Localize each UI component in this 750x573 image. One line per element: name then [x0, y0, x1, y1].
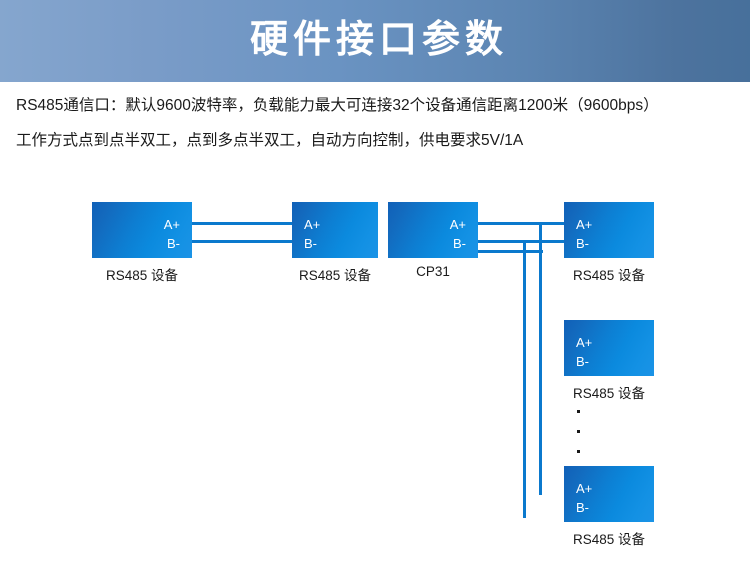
rs485-topology-diagram: A+ B- RS485 设备 A+ B- RS485 设备 A+ B- CP31…: [0, 180, 750, 573]
pin-b-minus: B-: [576, 354, 589, 369]
pin-a-plus: A+: [576, 481, 593, 496]
pin-a-plus: A+: [576, 217, 593, 232]
device-box-bus-n-pins: A+ B-: [576, 479, 592, 517]
device-box-bus-1-pins: A+ B-: [576, 215, 592, 253]
device-box-left-1[interactable]: A+ B-: [92, 202, 192, 258]
device-box-bus-1[interactable]: A+ B-: [564, 202, 654, 258]
device-box-cp31-caption: CP31: [416, 264, 450, 279]
wire-b-minus-cp31-bus: [478, 240, 564, 243]
ellipsis-dot-1: [577, 410, 580, 413]
device-box-bus-2-pins: A+ B-: [576, 333, 592, 371]
device-box-left-2[interactable]: A+ B-: [292, 202, 378, 258]
device-box-cp31-pins: A+ B-: [450, 215, 466, 253]
device-box-bus-n-caption: RS485 设备: [572, 532, 646, 547]
wire-bus-rail: [478, 250, 543, 253]
description-line-2: 工作方式点到点半双工，点到多点半双工，自动方向控制，供电要求5V/1A: [16, 132, 524, 150]
device-box-bus-2[interactable]: A+ B-: [564, 320, 654, 376]
ellipsis-dot-2: [577, 430, 580, 433]
page-title: 硬件接口参数: [249, 18, 508, 61]
description-line-1: RS485通信口：默认9600波特率，负载能力最大可连接32个设备通信距离120…: [16, 97, 659, 114]
device-box-left-1-pins: A+ B-: [164, 215, 180, 253]
device-box-bus-n[interactable]: A+ B-: [564, 466, 654, 522]
pin-b-minus: B-: [576, 236, 589, 251]
device-box-bus-1-caption: RS485 设备: [572, 268, 646, 283]
pin-b-minus: B-: [167, 236, 180, 251]
pin-b-minus: B-: [304, 236, 317, 251]
device-box-left-2-pins: A+ B-: [304, 215, 320, 253]
wire-bus-vertical-a-plus: [523, 240, 526, 518]
page-header: 硬件接口参数: [0, 0, 750, 82]
device-box-bus-2-caption: RS485 设备: [572, 386, 646, 401]
wire-bus-vertical-b-minus: [539, 222, 542, 495]
wire-a-plus-cp31-bus: [478, 222, 564, 225]
wire-a-plus-device1-device2: [192, 222, 292, 225]
pin-a-plus: A+: [163, 217, 180, 232]
description-block: RS485通信口：默认9600波特率，负载能力最大可连接32个设备通信距离120…: [16, 97, 740, 167]
pin-b-minus: B-: [453, 236, 466, 251]
pin-a-plus: A+: [449, 217, 466, 232]
pin-a-plus: A+: [304, 217, 321, 232]
ellipsis-dot-3: [577, 450, 580, 453]
device-box-left-2-caption: RS485 设备: [298, 268, 372, 283]
wire-b-minus-device1-device2: [192, 240, 292, 243]
pin-a-plus: A+: [576, 335, 593, 350]
device-box-cp31[interactable]: A+ B-: [388, 202, 478, 258]
device-box-left-1-caption: RS485 设备: [105, 268, 179, 283]
pin-b-minus: B-: [576, 500, 589, 515]
